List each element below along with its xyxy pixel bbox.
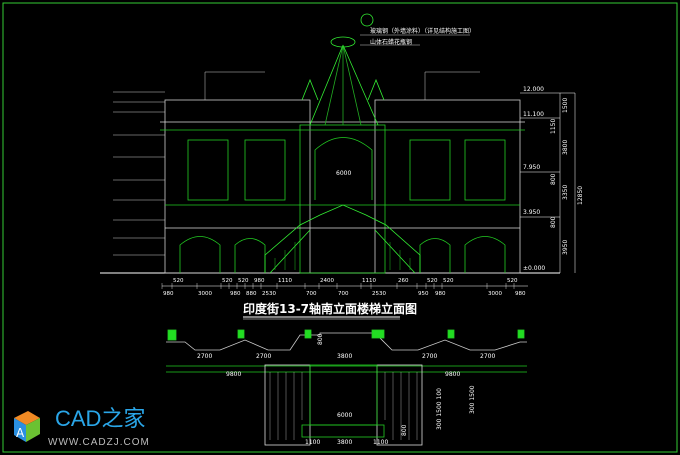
plan-dim: 2700 [480,353,495,360]
bottom-dim-label: 2400 [320,278,334,284]
level-label: ±0.000 [523,265,545,272]
plan-dim: 6000 [337,412,352,419]
bottom-dim-label: 520 [427,278,438,284]
bottom-dimension-row: 980 520 3000 520 980 520 880 980 2530 1110 700 2400… [161,278,526,297]
level-label: 11.100 [523,111,544,118]
level-marks: 12.000 11.100 7.950 3.950 ±0.000 1500 11… [520,86,584,273]
plan-dim: 1100 [373,439,388,446]
level-label: 7.950 [523,164,540,171]
plan-dim: 9800 [445,371,460,378]
bottom-dim-label: 520 [238,278,249,284]
plan-dim: 2700 [256,353,271,360]
plan-dimensions: 2700 2700 3800 2700 2700 800 9800 9800 6… [197,333,495,446]
watermark-brand: CAD之家 [55,406,146,431]
top-note-2: 山体石蜡花瓶钢 [370,38,412,46]
bottom-dim-label: 2530 [262,291,276,297]
bottom-dim-label: 980 [515,291,526,297]
plan-dim: 300 1500 [469,385,476,414]
bottom-dim-label: 3000 [488,291,502,297]
right-dim: 3350 [562,185,569,200]
right-dim: 3950 [562,240,569,255]
drawing-title: 印度街13-7轴南立面楼梯立面图 [243,301,417,316]
plan-dim: 3800 [337,353,352,360]
bottom-dim-label: 980 [254,278,265,284]
watermark-url: WWW.CADZJ.COM [48,437,150,448]
level-label: 3.950 [523,209,540,216]
bottom-dim-label: 2530 [372,291,386,297]
cube-logo-icon: A [14,411,40,442]
bottom-dim-label: 980 [163,291,174,297]
plan-dim: 800 [401,424,408,436]
bottom-dim-label: 980 [230,291,241,297]
bottom-dim-label: 520 [507,278,518,284]
bottom-dim-label: 520 [443,278,454,284]
bottom-dim-label: 520 [173,278,184,284]
plan-dim: 800 [317,333,324,345]
building-elevation [160,13,525,274]
bottom-dim-label: 520 [222,278,233,284]
center-dim: 6000 [336,170,351,177]
plan-dim: 1100 [305,439,320,446]
bottom-dim-label: 260 [398,278,409,284]
bottom-dim-label: 1110 [362,278,376,284]
bottom-dim-label: 700 [306,291,317,297]
plan-dim: 2700 [422,353,437,360]
right-dim: 3800 [562,140,569,155]
right-dim-total: 12850 [577,186,584,205]
watermark-logo: A CAD之家 WWW.CADZJ.COM [8,404,168,454]
bottom-dim-label: 700 [338,291,349,297]
left-annotation-leaders [113,34,480,256]
right-dim: 800 [550,216,557,228]
plan-dim: 3800 [337,439,352,446]
plan-dim: 2700 [197,353,212,360]
svg-text:A: A [16,426,25,440]
plan-dim: 9800 [226,371,241,378]
bottom-dim-label: 3000 [198,291,212,297]
top-note-1: 玻璃钢（外墙涂料）（详见结构施工图） [370,27,475,35]
right-dim: 1150 [550,119,557,134]
right-dim: 800 [550,173,557,185]
plan-dim: 300 1500 100 [436,388,443,430]
bottom-dim-label: 950 [418,291,429,297]
right-dim: 1500 [562,98,569,113]
bottom-dim-label: 980 [435,291,446,297]
level-label: 12.000 [523,86,544,93]
bottom-dim-label: 880 [246,291,257,297]
bottom-dim-label: 1110 [278,278,292,284]
stair-plan [166,329,527,446]
